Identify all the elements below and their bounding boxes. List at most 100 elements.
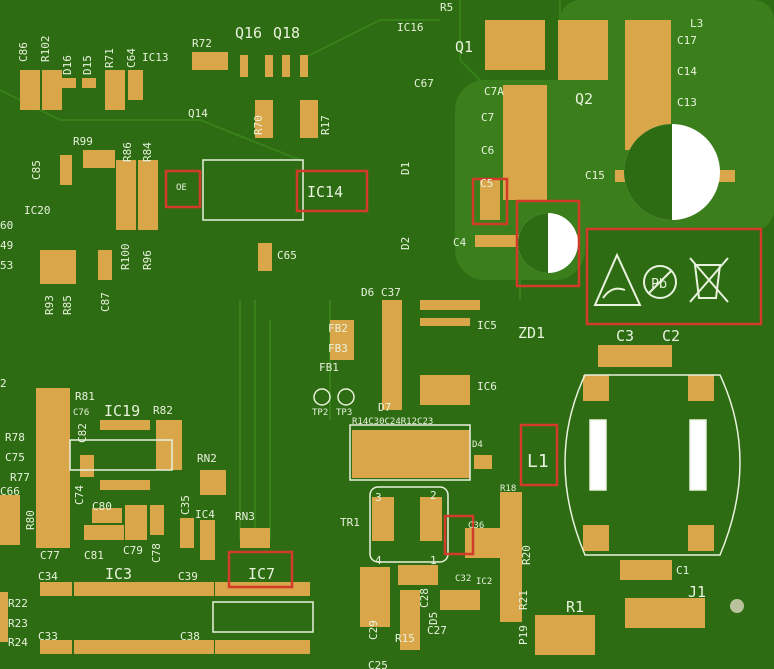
silkscreen-label: C79 (123, 544, 143, 557)
solder-pad (200, 520, 215, 560)
silkscreen-label: R93 (43, 295, 56, 315)
solder-pad (265, 55, 273, 77)
solder-pad (40, 640, 72, 654)
solder-pad (116, 160, 136, 230)
silkscreen-label: IC13 (142, 51, 169, 64)
silkscreen-label: IC16 (397, 21, 424, 34)
solder-pad (40, 250, 76, 284)
silkscreen-label: C7 (481, 111, 495, 124)
silkscreen-label: IC7 (248, 565, 276, 583)
silkscreen-label: 2 (0, 377, 7, 390)
silkscreen-label: C37 (381, 286, 401, 299)
solder-pad (36, 388, 70, 548)
silkscreen-label: C27 (427, 624, 447, 637)
silkscreen-label: R22 (8, 597, 28, 610)
silkscreen-label: D6 (361, 286, 375, 299)
silkscreen-label: C86 (17, 42, 30, 62)
solder-pad (84, 525, 124, 540)
silkscreen-label: C39 (178, 570, 198, 583)
silkscreen-label: D15 (81, 55, 94, 75)
silkscreen-label: C81 (84, 549, 104, 562)
silkscreen-label: L3 (690, 17, 704, 30)
solder-pad (620, 560, 672, 580)
silkscreen-label: C7A (484, 85, 504, 98)
weee-bin-icon (689, 257, 729, 303)
silkscreen-label: D2 (399, 236, 412, 250)
silkscreen-label: R17 (319, 115, 332, 135)
silkscreen-label: R85 (61, 295, 74, 315)
solder-pad (475, 235, 520, 247)
silkscreen-label: C15 (585, 169, 605, 182)
silkscreen-label: IC19 (104, 402, 141, 420)
solder-pad (330, 320, 354, 360)
silkscreen-label: R100 (119, 243, 132, 271)
pb-free-icon: Pb (643, 265, 677, 299)
silkscreen-label: C29 (367, 620, 380, 640)
solder-pad (503, 85, 547, 200)
silkscreen-label: C5 (480, 177, 494, 190)
solder-pad (300, 55, 308, 77)
highlight-c5 (471, 177, 509, 226)
silkscreen-label: Q14 (188, 107, 208, 120)
silkscreen-label: FB3 (328, 342, 348, 355)
silkscreen-label: C25 (368, 659, 388, 669)
silkscreen-label: IC6 (477, 380, 497, 393)
solder-pad (258, 243, 272, 271)
solder-pad (474, 455, 492, 469)
solder-pad (42, 70, 62, 110)
solder-pad (150, 505, 164, 535)
solder-pad (558, 20, 608, 80)
silkscreen-label: R1 (566, 598, 585, 616)
silkscreen-label: D4 (472, 440, 483, 450)
silkscreen-label: Q2 (575, 90, 594, 108)
silkscreen-label: R86 (121, 142, 134, 162)
silkscreen-label: 60 (0, 219, 14, 232)
solder-pad (255, 100, 273, 138)
solder-pad (80, 455, 94, 477)
silkscreen-label: C77 (40, 549, 60, 562)
highlight-pin1 (443, 514, 475, 556)
silkscreen-label: C36 (468, 521, 485, 531)
solder-pad (480, 180, 500, 220)
silkscreen-label: C85 (30, 160, 43, 180)
highlight-l1 (519, 423, 559, 487)
silkscreen-label: C38 (180, 630, 200, 643)
solder-pad (156, 420, 182, 470)
esd-warning-icon (593, 252, 642, 306)
solder-pad (0, 495, 20, 545)
solder-pad (100, 480, 150, 490)
silkscreen-label: ZD1 (518, 324, 546, 342)
solder-pad (382, 300, 402, 410)
silkscreen-label: C67 (414, 77, 434, 90)
highlight-symbols (585, 227, 763, 326)
solder-pad (688, 525, 714, 551)
silkscreen-label: D5 (427, 611, 440, 625)
silkscreen-label: IC3 (105, 565, 133, 583)
silkscreen-label: C75 (5, 451, 25, 464)
silkscreen-label: C17 (677, 34, 697, 47)
solder-pad (128, 70, 143, 100)
highlight-oe (164, 169, 202, 209)
silkscreen-label: IC2 (476, 577, 493, 587)
solder-pad (92, 508, 122, 523)
silkscreen-label: RN3 (235, 510, 255, 523)
silkscreen-label: C2 (662, 327, 681, 345)
silkscreen-label: D1 (399, 161, 412, 175)
silkscreen-label: R70 (252, 115, 265, 135)
silkscreen-outlines (69, 124, 741, 633)
highlight-ic14 (295, 169, 369, 213)
silkscreen-label: C78 (150, 543, 163, 563)
solder-pad (20, 70, 40, 110)
silkscreen-label: J1 (688, 583, 707, 601)
silkscreen-label: C34 (38, 570, 58, 583)
silkscreen-label: R23 (8, 617, 28, 630)
solder-pad (192, 52, 228, 70)
silkscreen-label: 4 (375, 554, 382, 567)
silkscreen-label: P19 (517, 625, 530, 645)
silkscreen-label: R78 (5, 431, 25, 444)
silkscreen-label: R80 (24, 510, 37, 530)
highlight-c4 (515, 199, 581, 288)
silkscreen-label: IC4 (195, 508, 215, 521)
